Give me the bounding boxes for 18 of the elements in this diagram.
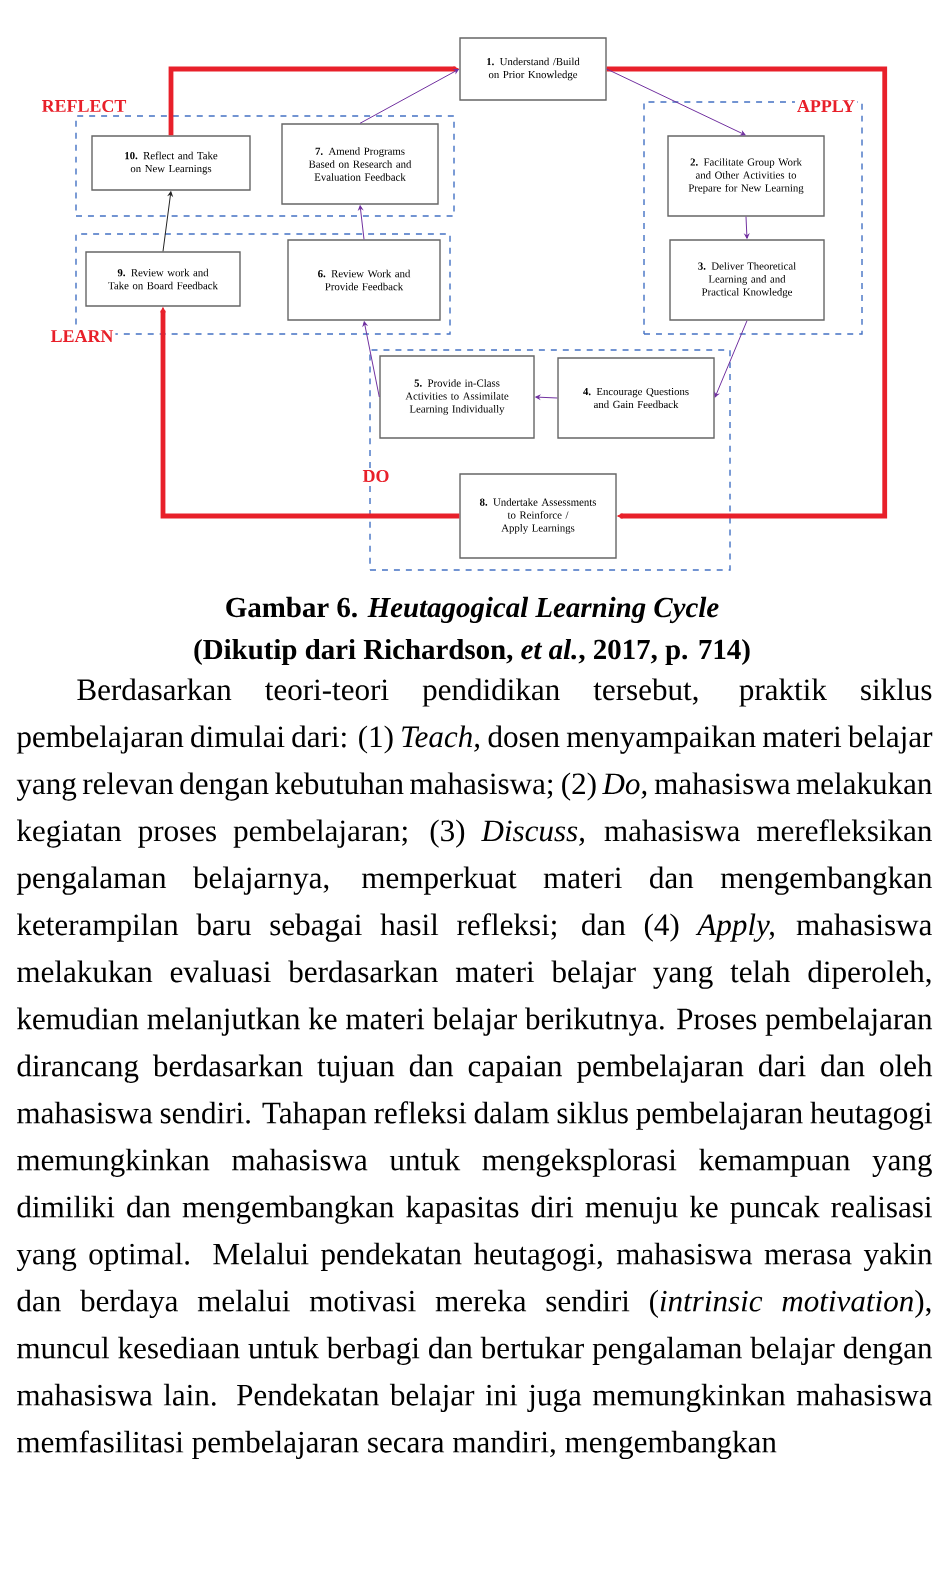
body-paragraph: Berdasarkan teori-teori pendidikan tersebut, praktik siklus pembelajaran dimulai dari: (1) Teach, dosen menyampaikan materi belajar yang relevan dengan kebutuhan mahasiswa; (2) Do, mahasiswa melakukan kegiatan proses pembelajaran; (3) Discuss, mahasiswa merefleksikan pengalaman belajarnya, memperkuat materi dan mengembangkan keterampilan baru sebagai hasil refleksi; dan (4) Apply, mahasiswa melakukan evaluasi berdasarkan materi belajar yang telah diperoleh, kemudian melanjutkan ke materi belajar berikutnya. Proses pembelajaran dirancang berdasarkan tujuan dan capaian pembelajaran dari dan oleh mahasiswa sendiri. Tahapan refleksi dalam siklus pembelajaran heutagogi memungkinkan mahasiswa untuk mengeksplorasi kemampuan yang dimiliki dan mengembangkan kapasitas diri menuju ke puncak realisasi yang optimal. Melalui pendekatan heutagogi, mahasiswa merasa yakin dan berdaya melalui motivasi mereka sendiri (intrinsic motivation), muncul kesediaan untuk berbagi dan bertukar pengalaman belajar dengan mahasiswa lain. Pendekatan belajar ini juga memungkinkan mahasiswa memfasilitasi pembelajaran secara mandiri, mengembangkan (16, 678, 933, 1460)
arrow (162, 191, 173, 252)
group-label: DO (360, 468, 392, 485)
group-frame (75, 115, 455, 217)
group-label: APPLY (794, 98, 858, 114)
arrow (744, 216, 750, 239)
arrow (362, 321, 380, 398)
arrow (606, 68, 746, 136)
figure-caption: (Dikutip dari Richardson, et al., 2017, p. 714) (194, 638, 750, 666)
group-label: REFLECT (39, 98, 129, 114)
group-frame (643, 101, 863, 335)
group-label: LEARN (48, 328, 116, 344)
arrow (535, 394, 558, 400)
arrow (359, 69, 459, 124)
arrow (606, 66, 888, 520)
arrow (714, 320, 748, 398)
figure-caption: Gambar 6. Heutagogical Learning Cycle (226, 596, 719, 624)
arrow (358, 205, 365, 240)
